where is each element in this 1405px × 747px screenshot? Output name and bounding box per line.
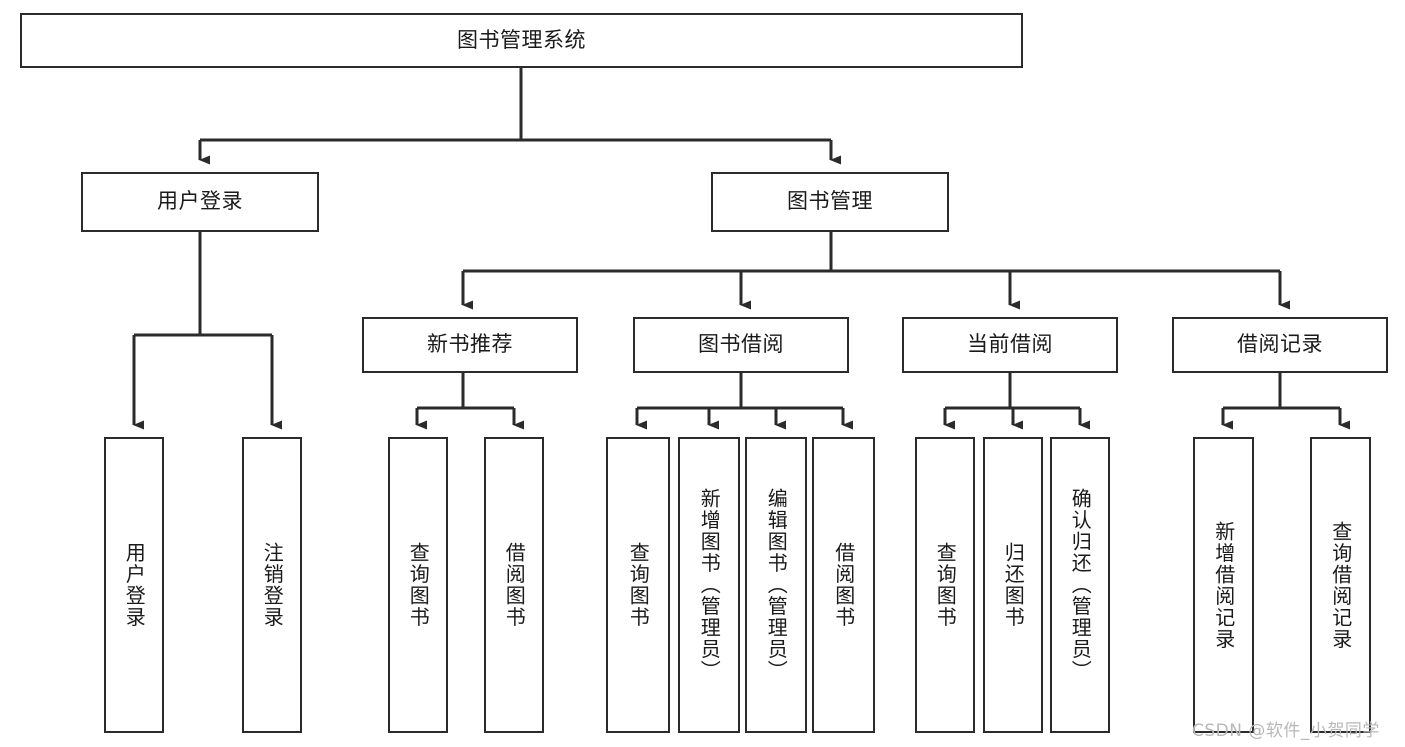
node-current-borrow-label: 当前借阅 <box>967 332 1053 357</box>
node-leaf-add-book-admin-label: 新增图书（管理员） <box>697 488 722 682</box>
node-leaf-borrow-book-recommend-label: 借阅图书 <box>502 542 527 628</box>
node-user-login-label: 用户登录 <box>157 189 243 214</box>
node-leaf-edit-book-admin-label: 编辑图书（管理员） <box>764 488 789 682</box>
node-borrow-record[interactable]: 借阅记录 <box>1172 317 1388 373</box>
node-leaf-add-borrow-record[interactable]: 新增借阅记录 <box>1193 437 1254 733</box>
node-new-book-recommend[interactable]: 新书推荐 <box>362 317 578 373</box>
node-book-management-label: 图书管理 <box>787 189 873 214</box>
node-leaf-query-borrow-record[interactable]: 查询借阅记录 <box>1310 437 1371 733</box>
node-leaf-logout[interactable]: 注销登录 <box>242 437 302 733</box>
node-leaf-logout-label: 注销登录 <box>260 542 285 628</box>
node-leaf-query-book-borrow-label: 查询图书 <box>626 542 651 628</box>
node-leaf-borrow-book-recommend[interactable]: 借阅图书 <box>484 437 544 733</box>
node-leaf-borrow-book-label: 借阅图书 <box>831 542 856 628</box>
node-leaf-add-borrow-record-label: 新增借阅记录 <box>1211 520 1236 650</box>
node-leaf-edit-book-admin[interactable]: 编辑图书（管理员） <box>745 437 807 733</box>
node-leaf-return-book[interactable]: 归还图书 <box>983 437 1043 733</box>
node-leaf-user-login-label: 用户登录 <box>122 542 147 628</box>
node-book-borrow-label: 图书借阅 <box>698 332 784 357</box>
node-current-borrow[interactable]: 当前借阅 <box>902 317 1118 373</box>
node-leaf-query-book-borrow[interactable]: 查询图书 <box>606 437 670 733</box>
node-user-login[interactable]: 用户登录 <box>81 172 319 232</box>
node-root-label: 图书管理系统 <box>457 27 586 52</box>
node-root[interactable]: 图书管理系统 <box>20 13 1023 68</box>
node-book-management[interactable]: 图书管理 <box>711 172 949 232</box>
node-leaf-query-borrow-record-label: 查询借阅记录 <box>1328 520 1353 650</box>
node-leaf-borrow-book[interactable]: 借阅图书 <box>812 437 875 733</box>
node-leaf-query-book-current[interactable]: 查询图书 <box>915 437 975 733</box>
node-leaf-query-book-recommend[interactable]: 查询图书 <box>388 437 448 733</box>
node-leaf-query-book-current-label: 查询图书 <box>933 542 958 628</box>
node-leaf-add-book-admin[interactable]: 新增图书（管理员） <box>678 437 740 733</box>
node-leaf-user-login[interactable]: 用户登录 <box>104 437 164 733</box>
node-leaf-return-book-label: 归还图书 <box>1001 542 1026 628</box>
node-leaf-query-book-recommend-label: 查询图书 <box>406 542 431 628</box>
node-borrow-record-label: 借阅记录 <box>1237 332 1323 357</box>
node-leaf-confirm-return-admin-label: 确认归还（管理员） <box>1068 488 1093 682</box>
node-leaf-confirm-return-admin[interactable]: 确认归还（管理员） <box>1050 437 1110 733</box>
node-book-borrow[interactable]: 图书借阅 <box>633 317 849 373</box>
node-new-book-recommend-label: 新书推荐 <box>427 332 513 357</box>
